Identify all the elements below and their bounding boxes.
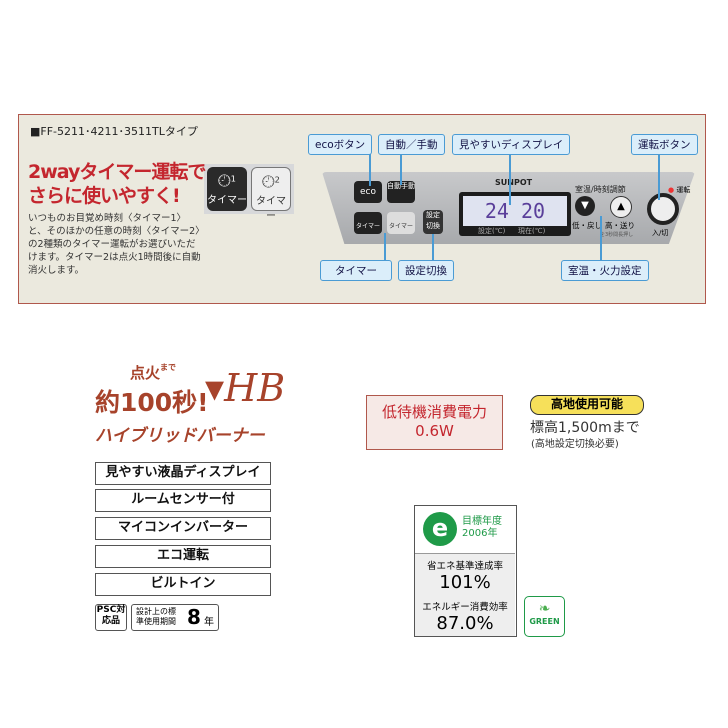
power-label: 入/切 [652,229,669,237]
rate-label: 省エネ基準達成率 [426,561,503,572]
headline-line: さらに使いやすく! [28,185,181,207]
description: いつものお目覚め時刻〈タイマー1〉と、そのほかの任意の時刻〈タイマー2〉の2種類… [28,213,201,276]
hb-logo: ▾HB [205,366,286,410]
callout-display: 見やすいディスプレイ [452,134,571,155]
timer1-button: 🕘︎1 タイマー [207,167,247,211]
up-triangle-icon: ▲ [610,196,632,218]
callout-line [400,150,402,185]
callout-line [658,150,660,200]
altitude-line1: 標高1,500mまで [530,420,640,436]
target-label: 目標年度 [462,516,502,527]
callout-line [509,150,511,205]
timer2-key: タイマー [387,212,415,234]
lifetime-badge: 設計上の標準使用期間 8 年 [131,604,219,631]
timer-label: タイマー [256,196,286,222]
efficiency-label: エネルギー消費効率 [422,602,508,613]
model-label: ■FF-5211･4211･3511TLタイプ [30,125,198,138]
callout-line [384,233,386,261]
feature-inverter: マイコンインバーター [95,517,271,540]
brand-logo: SUNPOT [495,178,533,187]
callout-timer: タイマー [320,260,392,281]
altitude-line2: (高地設定切換必要) [531,439,619,450]
up-label: 高・送り [605,221,635,230]
feature-room-sensor: ルームセンサー付 [95,489,271,512]
feature-display: 見やすい液晶ディスプレイ [95,462,271,485]
altitude-badge: 高地使用可能 [530,395,644,415]
standby-value: 0.6W [415,422,454,440]
callout-temp: 室温・火力設定 [561,260,649,281]
eco-key: eco [354,181,382,203]
hint: を3秒間長押し [600,232,634,238]
now-label: 現在(℃) [518,227,546,235]
callout-auto: 自動／手動 [378,134,445,155]
feature-builtin: ビルトイン [95,573,271,596]
display-screen: 24 20 [463,196,567,226]
run-label: ● 運転 [668,186,691,194]
burner-line1-text: 点火 [130,364,161,382]
feature-eco: エコ運転 [95,545,271,568]
callout-setting: 設定切換 [398,260,454,281]
period-label: 設計上の標準使用期間 [136,607,176,626]
auto-manual-key: 自動手動 [387,181,415,203]
headline: 2wayタイマー運転でさらに使いやすく! [28,160,206,208]
efficiency-value: 87.0% [436,613,494,634]
callout-line [432,234,434,261]
power-button [647,193,679,225]
callout-eco: ecoボタン [308,134,373,155]
burner-line1-small: まで [160,363,177,372]
rate-value: 101% [439,572,491,593]
current-temp: 20 [521,199,546,223]
psc-badge: PSC対応品 [95,604,127,631]
years: 8 [187,605,201,629]
callout-power: 運転ボタン [631,134,698,155]
set-temp: 24 [484,199,509,223]
burner-line1: 点火まで [130,362,176,383]
standby-label: 低待機消費電力 [381,403,487,421]
e-mark-icon: e [423,512,457,546]
leaf-icon: ❧ [538,601,551,617]
clock-icon: 🕘︎ [218,171,231,190]
target-year: 2006年 [462,528,498,539]
down-triangle-icon: ▼ [575,196,595,216]
years-unit: 年 [204,617,214,628]
callout-line [369,150,371,186]
run-label-text: 運転 [676,186,691,194]
burner-line3: ハイブリッドバーナー [95,426,265,446]
set-label: 設定(℃) [478,227,506,235]
adjust-title: 室温/時刻調節 [575,185,626,194]
callout-line [600,216,602,261]
timer1-key: タイマー [354,212,382,234]
green-mark: ❧GREEN [524,596,565,637]
headline-line: 2wayタイマー運転で [28,161,206,183]
setting-key: 設定切換 [423,210,443,234]
down-label: 低・戻し [572,221,602,230]
green-label: GREEN [529,617,560,626]
clock-icon: 🕘︎ [262,172,275,191]
timer-num: 1 [230,173,236,184]
burner-line2: 約100秒! [95,388,209,417]
timer-label: タイマー [207,195,247,206]
timer-num: 2 [274,174,280,185]
timer2-button: 🕘︎2 タイマー [251,167,291,222]
